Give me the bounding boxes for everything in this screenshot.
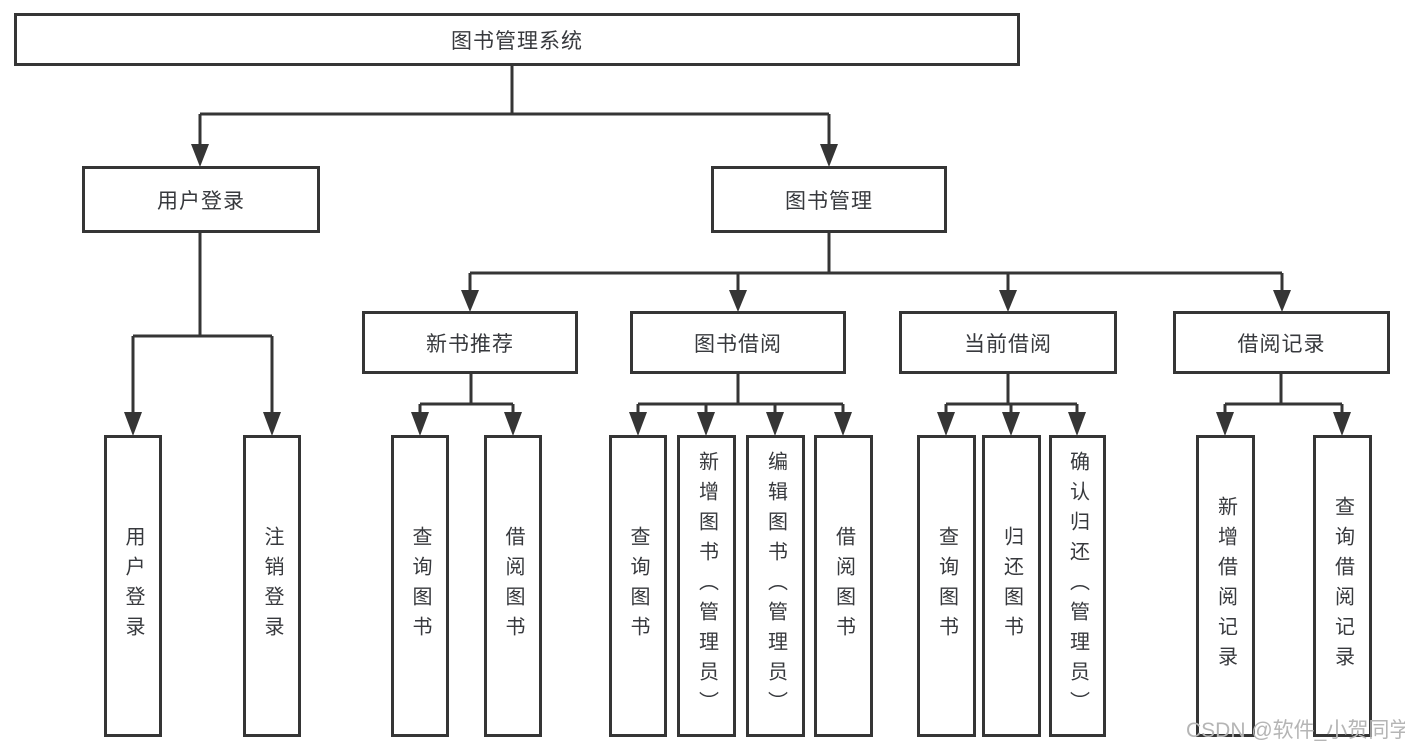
leaf-label: 借阅图书	[832, 526, 855, 646]
leaf-label: 归还图书	[1000, 526, 1023, 646]
arrowhead	[766, 412, 784, 436]
arrowhead	[461, 290, 479, 312]
node-label: 当前借阅	[964, 332, 1052, 356]
arrowhead	[697, 412, 715, 436]
arrowhead	[629, 412, 647, 436]
node-label: 新书推荐	[426, 332, 514, 356]
arrowhead	[1273, 290, 1291, 312]
arrowhead	[937, 412, 955, 436]
arrowhead	[834, 412, 852, 436]
node-label: 借阅记录	[1237, 332, 1326, 356]
node-book-borrow: 图书借阅	[630, 311, 846, 374]
leaf-label: 借阅图书	[502, 526, 524, 646]
leaf-borrow-edit-books-admin: 编辑图书（管理员）	[746, 435, 805, 737]
leaf-user-login: 用户登录	[104, 435, 162, 737]
arrowhead	[411, 412, 429, 436]
arrowhead	[1216, 412, 1234, 436]
arrowhead	[1002, 412, 1020, 436]
leaf-label: 查询图书	[627, 526, 649, 646]
connector-current-to-leaves	[944, 374, 1079, 413]
leaf-label: 编辑图书（管理员）	[764, 451, 787, 721]
connector-root-to-level2	[198, 66, 831, 146]
arrowhead	[999, 290, 1017, 312]
arrowhead	[191, 144, 209, 167]
arrowhead	[1068, 412, 1086, 436]
leaf-recommend-borrow-books: 借阅图书	[484, 435, 542, 737]
node-label: 图书管理	[785, 189, 873, 213]
leaf-records-add-record: 新增借阅记录	[1196, 435, 1255, 737]
arrowhead	[124, 412, 142, 436]
leaf-current-confirm-return-admin: 确认归还（管理员）	[1049, 435, 1106, 737]
arrowhead	[729, 290, 747, 312]
node-label: 图书借阅	[694, 332, 782, 356]
node-borrow-records: 借阅记录	[1173, 311, 1390, 374]
connector-userlogin-to-leaves	[131, 233, 274, 413]
connector-recommend-to-leaves	[418, 374, 515, 413]
leaf-label: 用户登录	[122, 526, 144, 646]
csdn-watermark: CSDN @软件_小贺同学	[1186, 719, 1405, 742]
connector-bookmgmt-to-level3	[468, 233, 1284, 292]
leaf-label: 查询图书	[935, 526, 958, 646]
leaf-recommend-query-books: 查询图书	[391, 435, 449, 737]
node-user-login: 用户登录	[82, 166, 320, 233]
arrowhead	[504, 412, 522, 436]
leaf-label: 确认归还（管理员）	[1066, 451, 1089, 721]
node-library-system: 图书管理系统	[14, 13, 1020, 66]
leaf-records-query-record: 查询借阅记录	[1313, 435, 1372, 737]
leaf-borrow-query-books: 查询图书	[609, 435, 667, 737]
leaf-current-query-books: 查询图书	[917, 435, 976, 737]
node-current-borrow: 当前借阅	[899, 311, 1117, 374]
arrowhead	[263, 412, 281, 436]
node-label: 用户登录	[157, 189, 245, 213]
node-new-book-recommend: 新书推荐	[362, 311, 578, 374]
leaf-label: 查询图书	[409, 526, 431, 646]
leaf-borrow-borrow-books: 借阅图书	[814, 435, 873, 737]
leaf-label: 查询借阅记录	[1331, 496, 1354, 676]
connector-records-to-leaves	[1223, 374, 1344, 413]
leaf-label: 注销登录	[261, 526, 283, 646]
arrowhead	[1333, 412, 1351, 436]
node-book-management: 图书管理	[711, 166, 947, 233]
leaf-borrow-add-books-admin: 新增图书（管理员）	[677, 435, 736, 737]
arrowhead	[820, 144, 838, 167]
leaf-logout: 注销登录	[243, 435, 301, 737]
connector-borrow-to-leaves	[636, 374, 845, 413]
node-label: 图书管理系统	[451, 29, 583, 53]
leaf-label: 新增图书（管理员）	[695, 451, 718, 721]
leaf-current-return-books: 归还图书	[982, 435, 1041, 737]
leaf-label: 新增借阅记录	[1214, 496, 1237, 676]
